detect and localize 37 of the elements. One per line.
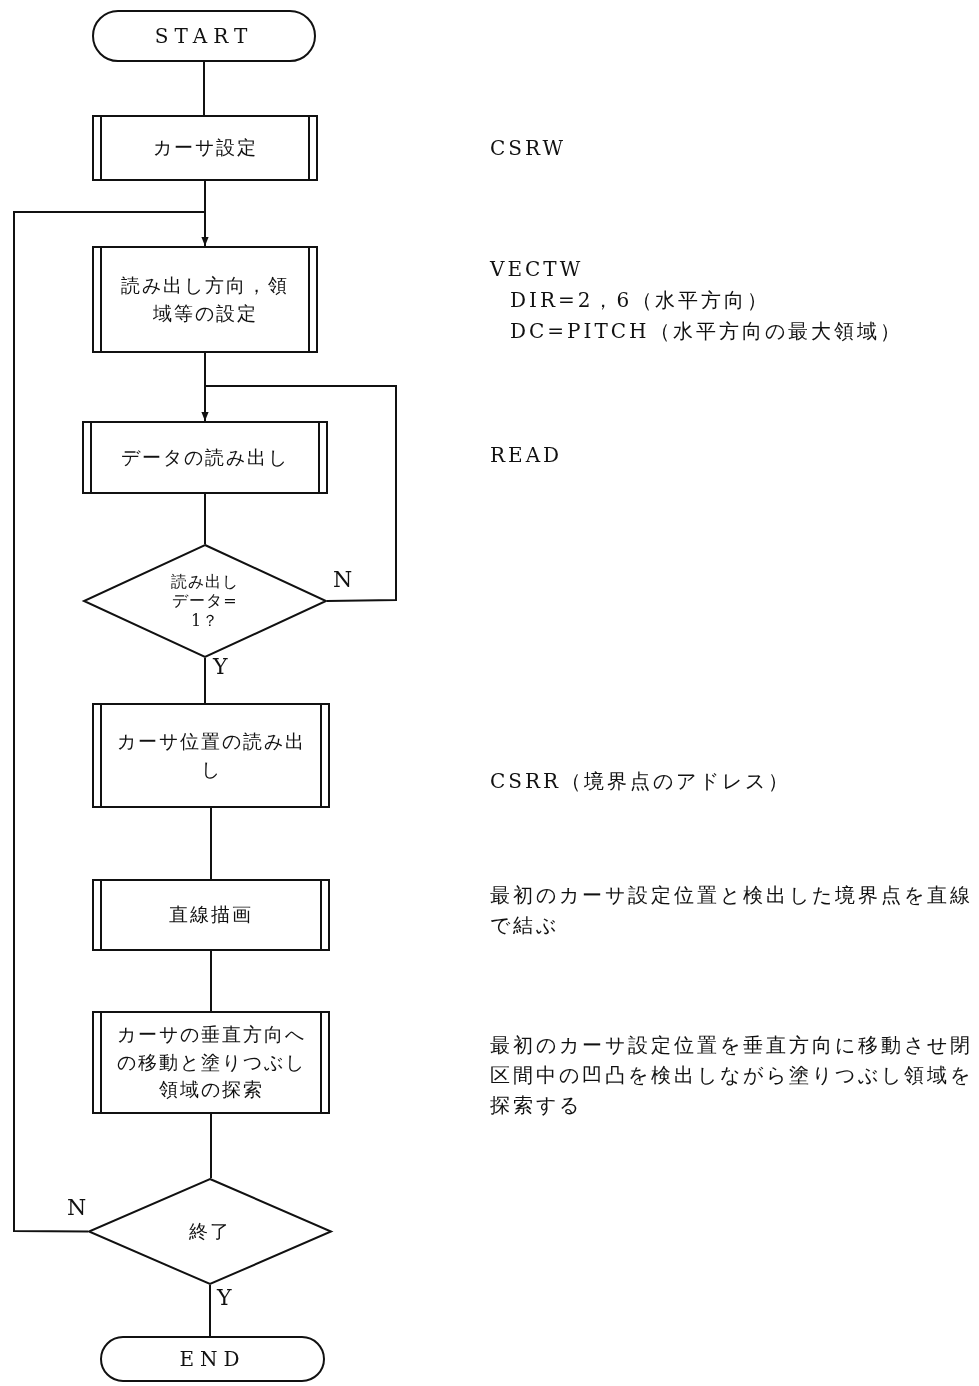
annotation-text: CSRW xyxy=(490,135,568,162)
process-box xyxy=(92,115,318,181)
connector-line xyxy=(203,61,205,116)
node-label: 読み出し方向，領域等の設定 xyxy=(120,272,290,326)
annotation-text: DC=PITCH（水平方向の最大領域） xyxy=(510,318,904,345)
node-label: 終了 xyxy=(188,1218,232,1244)
node-label: カーサの垂直方向への移動と塗りつぶし領域の探索 xyxy=(115,1022,307,1103)
connector-line xyxy=(204,493,206,545)
process-box xyxy=(92,879,330,951)
decision-diamond xyxy=(88,1178,332,1285)
terminal-box xyxy=(92,10,316,62)
process-box xyxy=(92,703,330,808)
annotation-text: VECTW xyxy=(490,256,585,283)
connector-line xyxy=(210,1113,212,1179)
annotation-text: 最初のカーサ設定位置と検出した境界点を直線で結ぶ xyxy=(490,882,974,939)
annotation-text: CSRR（境界点のアドレス） xyxy=(490,768,793,795)
process-box xyxy=(92,246,318,353)
node-label: 読み出しデータ=1？ xyxy=(170,572,240,630)
connector-line xyxy=(201,385,397,602)
annotation-text: 最初のカーサ設定位置を垂直方向に移動させ閉区間中の凹凸を検出しながら塗りつぶし領域を探索する xyxy=(490,1032,974,1119)
annotation-text: DIR=2，6（水平方向） xyxy=(510,287,772,314)
connector-line xyxy=(210,950,212,1012)
connector-line xyxy=(209,1284,211,1337)
node-label: END xyxy=(179,1345,246,1373)
annotation-text: READ xyxy=(490,442,564,469)
connector-line xyxy=(204,657,206,704)
node-label: カーサ設定 xyxy=(152,135,258,161)
connector-line xyxy=(13,211,209,1233)
connector-line xyxy=(210,807,212,880)
decision-diamond xyxy=(83,544,327,658)
node-label: データの読み出し xyxy=(121,444,289,470)
terminal-box xyxy=(100,1336,325,1382)
node-label: START xyxy=(154,22,254,50)
process-box xyxy=(92,1011,330,1114)
node-label: カーサ位置の読み出し xyxy=(115,728,307,782)
process-box xyxy=(82,421,328,494)
node-label: 直線描画 xyxy=(169,902,253,928)
